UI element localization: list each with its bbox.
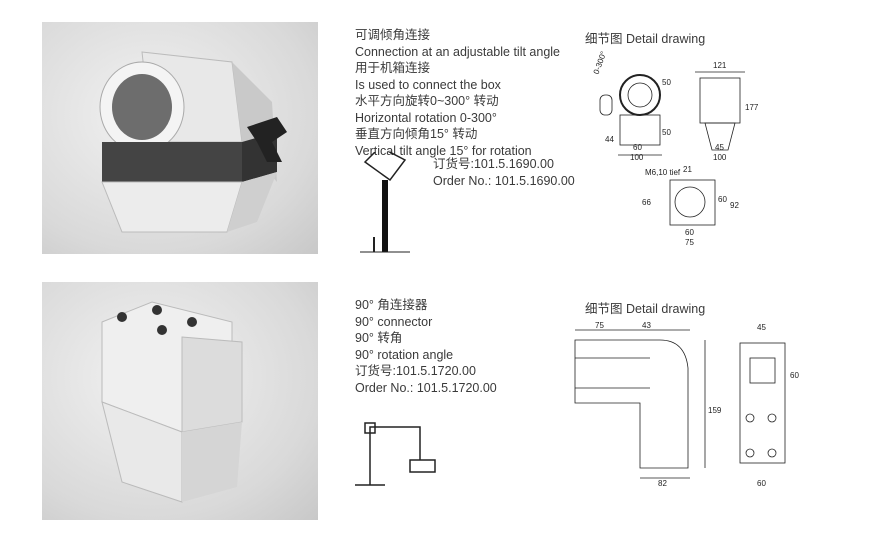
detail-drawing-title: 细节图 Detail drawing — [585, 32, 706, 46]
angle-connector-photo — [42, 282, 318, 520]
desc-line: Is used to connect the box — [355, 77, 501, 92]
tilt-connector-image — [99, 51, 287, 233]
dim-label: 75 — [595, 321, 604, 330]
desc-line: 90° connector — [355, 314, 433, 329]
dim-label: 66 — [642, 198, 651, 207]
order-number-en: Order No.: 101.5.1720.00 — [355, 380, 497, 395]
dim-label: 60 — [790, 371, 799, 380]
tilt-connector-photo — [42, 22, 318, 254]
order-number-en: Order No.: 101.5.1690.00 — [433, 174, 575, 188]
angle-connector-drawing: 75 43 159 82 45 60 60 — [574, 321, 799, 488]
order-number-cn: 订货号:101.5.1720.00 — [355, 364, 476, 378]
dim-label: 60 — [633, 143, 642, 152]
dim-label: 60 — [757, 479, 766, 488]
product-1-order: 订货号:101.5.1690.00 Order No.: 101.5.1690.… — [433, 156, 575, 190]
dim-label: 45 — [715, 143, 724, 152]
desc-line: Vertical tilt angle 15° for rotation — [355, 143, 532, 158]
detail-drawing-title: 细节图 Detail drawing — [585, 302, 706, 316]
dim-label: 82 — [658, 479, 667, 488]
dim-label: 100 — [713, 153, 727, 162]
dim-label: 159 — [708, 406, 722, 415]
dim-label: 92 — [730, 201, 739, 210]
angle-connector-image — [101, 301, 243, 503]
dim-label: 0-300° — [592, 50, 609, 75]
desc-line: 用于机箱连接 — [355, 61, 431, 75]
dim-label: 43 — [642, 321, 651, 330]
desc-line: Horizontal rotation 0-300° — [355, 110, 497, 125]
dim-label: 60 — [685, 228, 694, 237]
product-2-description: 90° 角连接器 90° connector 90° 转角 90° rotati… — [355, 297, 497, 396]
dim-label: 21 — [683, 165, 692, 174]
dim-label: 100 — [630, 153, 644, 162]
desc-line: Connection at an adjustable tilt angle — [355, 44, 561, 59]
dim-label: 177 — [745, 103, 759, 112]
dim-label: 75 — [685, 238, 694, 247]
desc-line: 90° rotation angle — [355, 347, 454, 362]
dim-label: 44 — [605, 135, 614, 144]
dim-label: 50 — [662, 78, 671, 87]
desc-line: 90° 角连接器 — [355, 298, 428, 312]
tilt-usage-sketch — [360, 152, 410, 253]
dim-label: 45 — [757, 323, 766, 332]
dim-label: 50 — [662, 128, 671, 137]
desc-line: 水平方向旋转0~300° 转动 — [355, 94, 499, 108]
tilt-connector-drawing: 0-300° 50 50 44 60 100 121 177 45 100 M6… — [592, 50, 759, 247]
product-1-description: 可调倾角连接 Connection at an adjustable tilt … — [355, 27, 560, 159]
dim-label: 60 — [718, 195, 727, 204]
desc-line: 垂直方向倾角15° 转动 — [355, 127, 478, 141]
angle-usage-sketch — [355, 422, 436, 486]
dim-label: 121 — [713, 61, 727, 70]
order-number-cn: 订货号:101.5.1690.00 — [433, 157, 554, 171]
desc-line: 90° 转角 — [355, 331, 403, 345]
desc-line: 可调倾角连接 — [355, 28, 431, 42]
dim-label: M6,10 tief — [645, 168, 681, 177]
